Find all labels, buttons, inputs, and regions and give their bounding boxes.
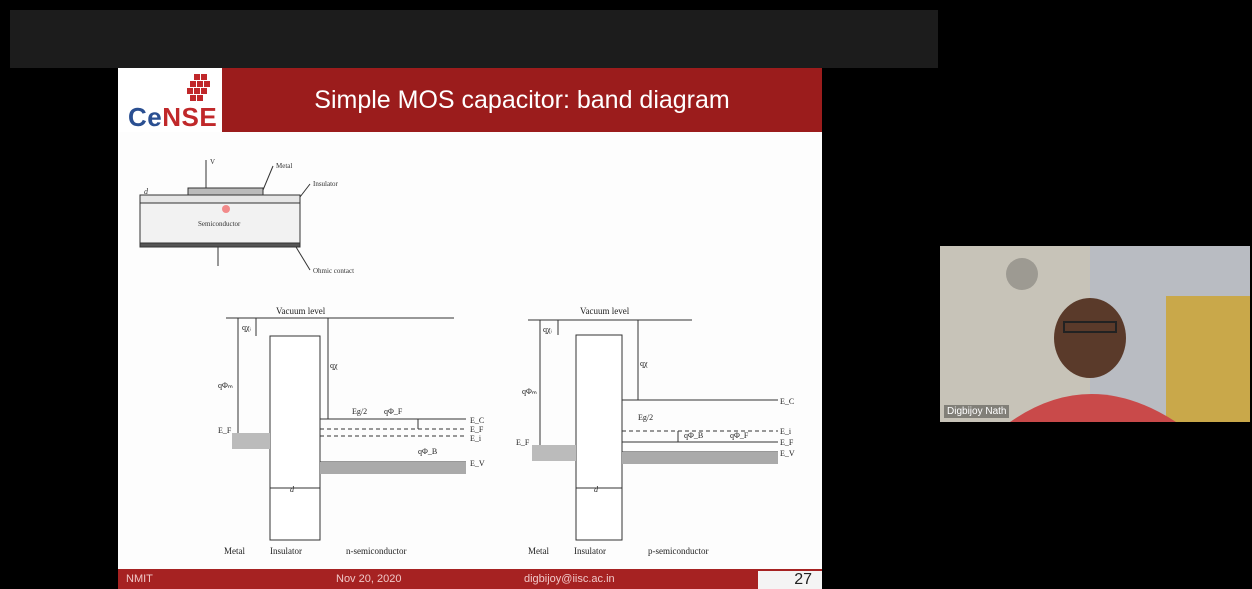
logo-text: CeNSE <box>128 102 217 133</box>
right-qchi-i-label: qχᵢ <box>543 325 553 334</box>
participant-video-tile[interactable]: Digbijoy Nath <box>940 246 1250 422</box>
slide-title-bar: Simple MOS capacitor: band diagram <box>222 68 822 132</box>
left-ef-label: E_F <box>470 425 484 434</box>
right-insulator-caption: Insulator <box>574 546 606 556</box>
left-ev-label: E_V <box>470 459 485 468</box>
mos-band-diagram: V Metal Insulator Semiconductor Ohmic co… <box>118 132 822 569</box>
left-qchi-label: qχ <box>330 361 338 370</box>
left-ef-metal-label: E_F <box>218 426 232 435</box>
slide-header: CeNSE Simple MOS capacitor: band diagram <box>118 68 822 132</box>
right-qchi-label: qχ <box>640 359 648 368</box>
right-metal-caption: Metal <box>528 546 549 556</box>
left-qphif-label: qΦ_F <box>384 407 403 416</box>
left-qchi-i-label: qχᵢ <box>242 323 252 332</box>
right-vacuum-label: Vacuum level <box>580 306 630 316</box>
right-qphib-label: qΦ_B <box>684 431 703 440</box>
right-ec-label: E_C <box>780 397 794 406</box>
right-band-diagram <box>528 320 778 540</box>
right-ef-metal-label: E_F <box>516 438 530 447</box>
participant-video-feed <box>940 246 1250 422</box>
slide-title: Simple MOS capacitor: band diagram <box>314 86 729 115</box>
left-band-diagram <box>226 318 466 540</box>
cense-logo: CeNSE <box>124 74 218 130</box>
structure-ohmic-label: Ohmic contact <box>313 267 354 275</box>
left-eg2-label: Eg/2 <box>352 407 367 416</box>
structure-semiconductor-label: Semiconductor <box>198 220 241 228</box>
right-eg2-label: Eg/2 <box>638 413 653 422</box>
right-qphim-label: qΦₘ <box>522 387 537 396</box>
slide-footer: NMIT Nov 20, 2020 digbijoy@iisc.ac.in <box>118 569 822 589</box>
meeting-top-bar <box>10 10 938 68</box>
participant-name: Digbijoy Nath <box>944 405 1009 418</box>
structure-v-label: V <box>210 158 215 166</box>
right-ef-label: E_F <box>780 438 794 447</box>
presentation-slide: CeNSE Simple MOS capacitor: band diagram <box>118 68 822 589</box>
structure-insulator-label: Insulator <box>313 180 339 188</box>
structure-metal-label: Metal <box>276 162 292 170</box>
right-ev-label: E_V <box>780 449 795 458</box>
logo-cube-icon <box>184 74 212 102</box>
left-vacuum-label: Vacuum level <box>276 306 326 316</box>
footer-left: NMIT <box>126 573 153 585</box>
footer-date: Nov 20, 2020 <box>336 573 401 585</box>
left-ei-label: E_i <box>470 434 482 443</box>
left-insulator-caption: Insulator <box>270 546 302 556</box>
slide-page-number: 27 <box>794 571 812 589</box>
left-qphim-label: qΦₘ <box>218 381 233 390</box>
left-ec-label: E_C <box>470 416 484 425</box>
footer-email: digbijoy@iisc.ac.in <box>524 573 615 585</box>
right-qphif-label: qΦ_F <box>730 431 749 440</box>
mos-structure <box>140 160 310 270</box>
left-metal-caption: Metal <box>224 546 245 556</box>
left-semiconductor-caption: n-semiconductor <box>346 546 406 556</box>
right-ei-label: E_i <box>780 427 792 436</box>
left-qphims-label: qΦ_B <box>418 447 437 456</box>
slide-page-number-box: 27 <box>758 571 822 589</box>
right-semiconductor-caption: p-semiconductor <box>648 546 708 556</box>
